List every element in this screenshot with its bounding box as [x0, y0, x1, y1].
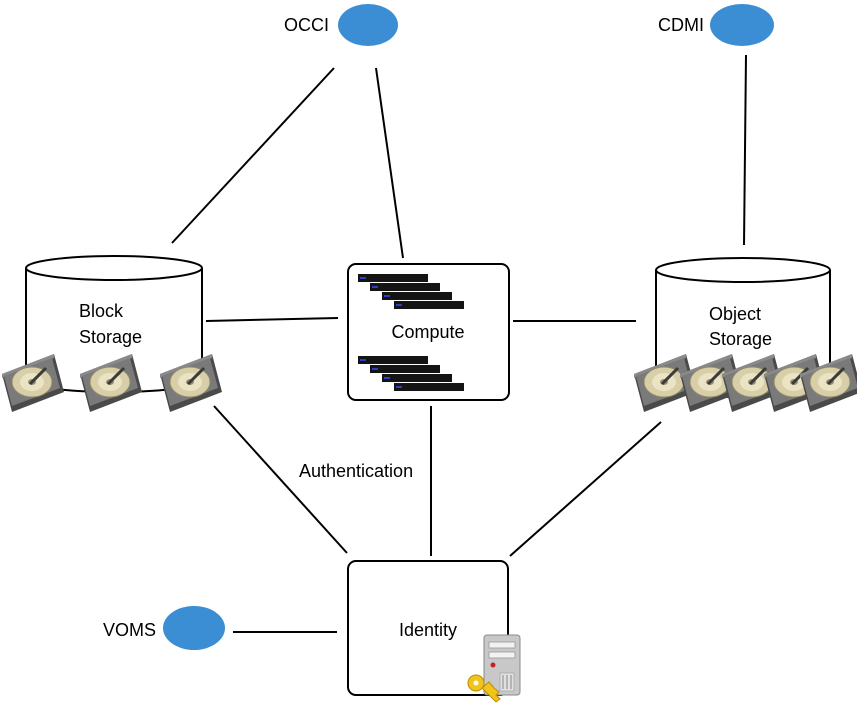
cdmi-ellipse: [710, 4, 774, 46]
identity-label: Identity: [399, 620, 457, 640]
authentication-label: Authentication: [299, 461, 413, 481]
edge-occi-compute: [375, 67, 404, 259]
edge-block-compute: [205, 317, 339, 322]
identity-box: [347, 560, 509, 696]
cdmi-label: CDMI: [658, 15, 704, 35]
edge-object-identity: [509, 421, 662, 557]
edge-occi-block: [171, 67, 335, 244]
compute-label: Compute: [391, 322, 464, 342]
hard-disk-icon: [0, 352, 66, 414]
voms-ellipse: [163, 606, 225, 650]
block-storage-node: Block Storage: [0, 255, 224, 414]
occi-ellipse: [338, 4, 398, 46]
server-with-key-icon: [467, 634, 521, 703]
block-storage-label-line1: Block: [79, 301, 124, 321]
occi-node: OCCI: [284, 4, 398, 46]
edge-block-identity: [213, 405, 348, 554]
compute-node: Compute: [347, 263, 510, 401]
object-storage-label-line2: Storage: [709, 329, 772, 349]
object-storage-label-line1: Object: [709, 304, 761, 324]
block-storage-label-line2: Storage: [79, 327, 142, 347]
voms-label: VOMS: [103, 620, 156, 640]
cdmi-node: CDMI: [658, 4, 774, 46]
connector-lines: [171, 54, 747, 633]
voms-node: VOMS: [103, 606, 225, 650]
occi-label: OCCI: [284, 15, 329, 35]
edge-cdmi-object: [743, 54, 747, 246]
identity-node: Identity: [347, 560, 521, 703]
object-storage-node: Object Storage: [632, 257, 857, 414]
